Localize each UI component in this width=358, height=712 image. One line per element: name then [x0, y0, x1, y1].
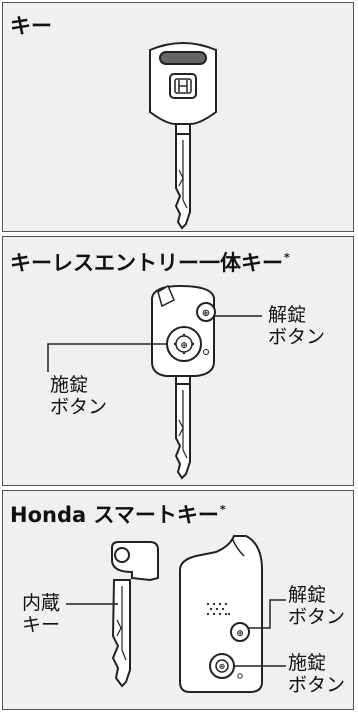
svg-text:⊕: ⊕: [219, 662, 226, 671]
keyless-lock-button-label: 施錠 ボタン: [50, 374, 108, 418]
section-title-smart: Honda スマートキー*: [10, 503, 226, 527]
keyless-key-illustration: ⊕ ⊕: [47, 284, 262, 480]
optional-mark: *: [284, 251, 290, 264]
smart-unlock-button-label: 解錠 ボタン: [288, 584, 346, 628]
keyless-unlock-button-label: 解錠 ボタン: [268, 304, 326, 348]
section-title-keyless: キーレスエントリー一体キー*: [10, 251, 290, 275]
section-smart-panel: [2, 490, 354, 710]
svg-text:⊕: ⊕: [236, 629, 244, 639]
smart-key-illustration: ⊕ ⊕: [66, 535, 286, 693]
smart-lock-button-label: 施錠 ボタン: [288, 652, 346, 696]
section-title-key: キー: [10, 14, 52, 38]
optional-mark: *: [219, 503, 226, 516]
svg-text:⊕: ⊕: [180, 341, 188, 351]
built-in-key-label: 内蔵 キー: [22, 592, 61, 636]
plain-key-illustration: [149, 42, 217, 230]
svg-text:⊕: ⊕: [202, 308, 210, 319]
